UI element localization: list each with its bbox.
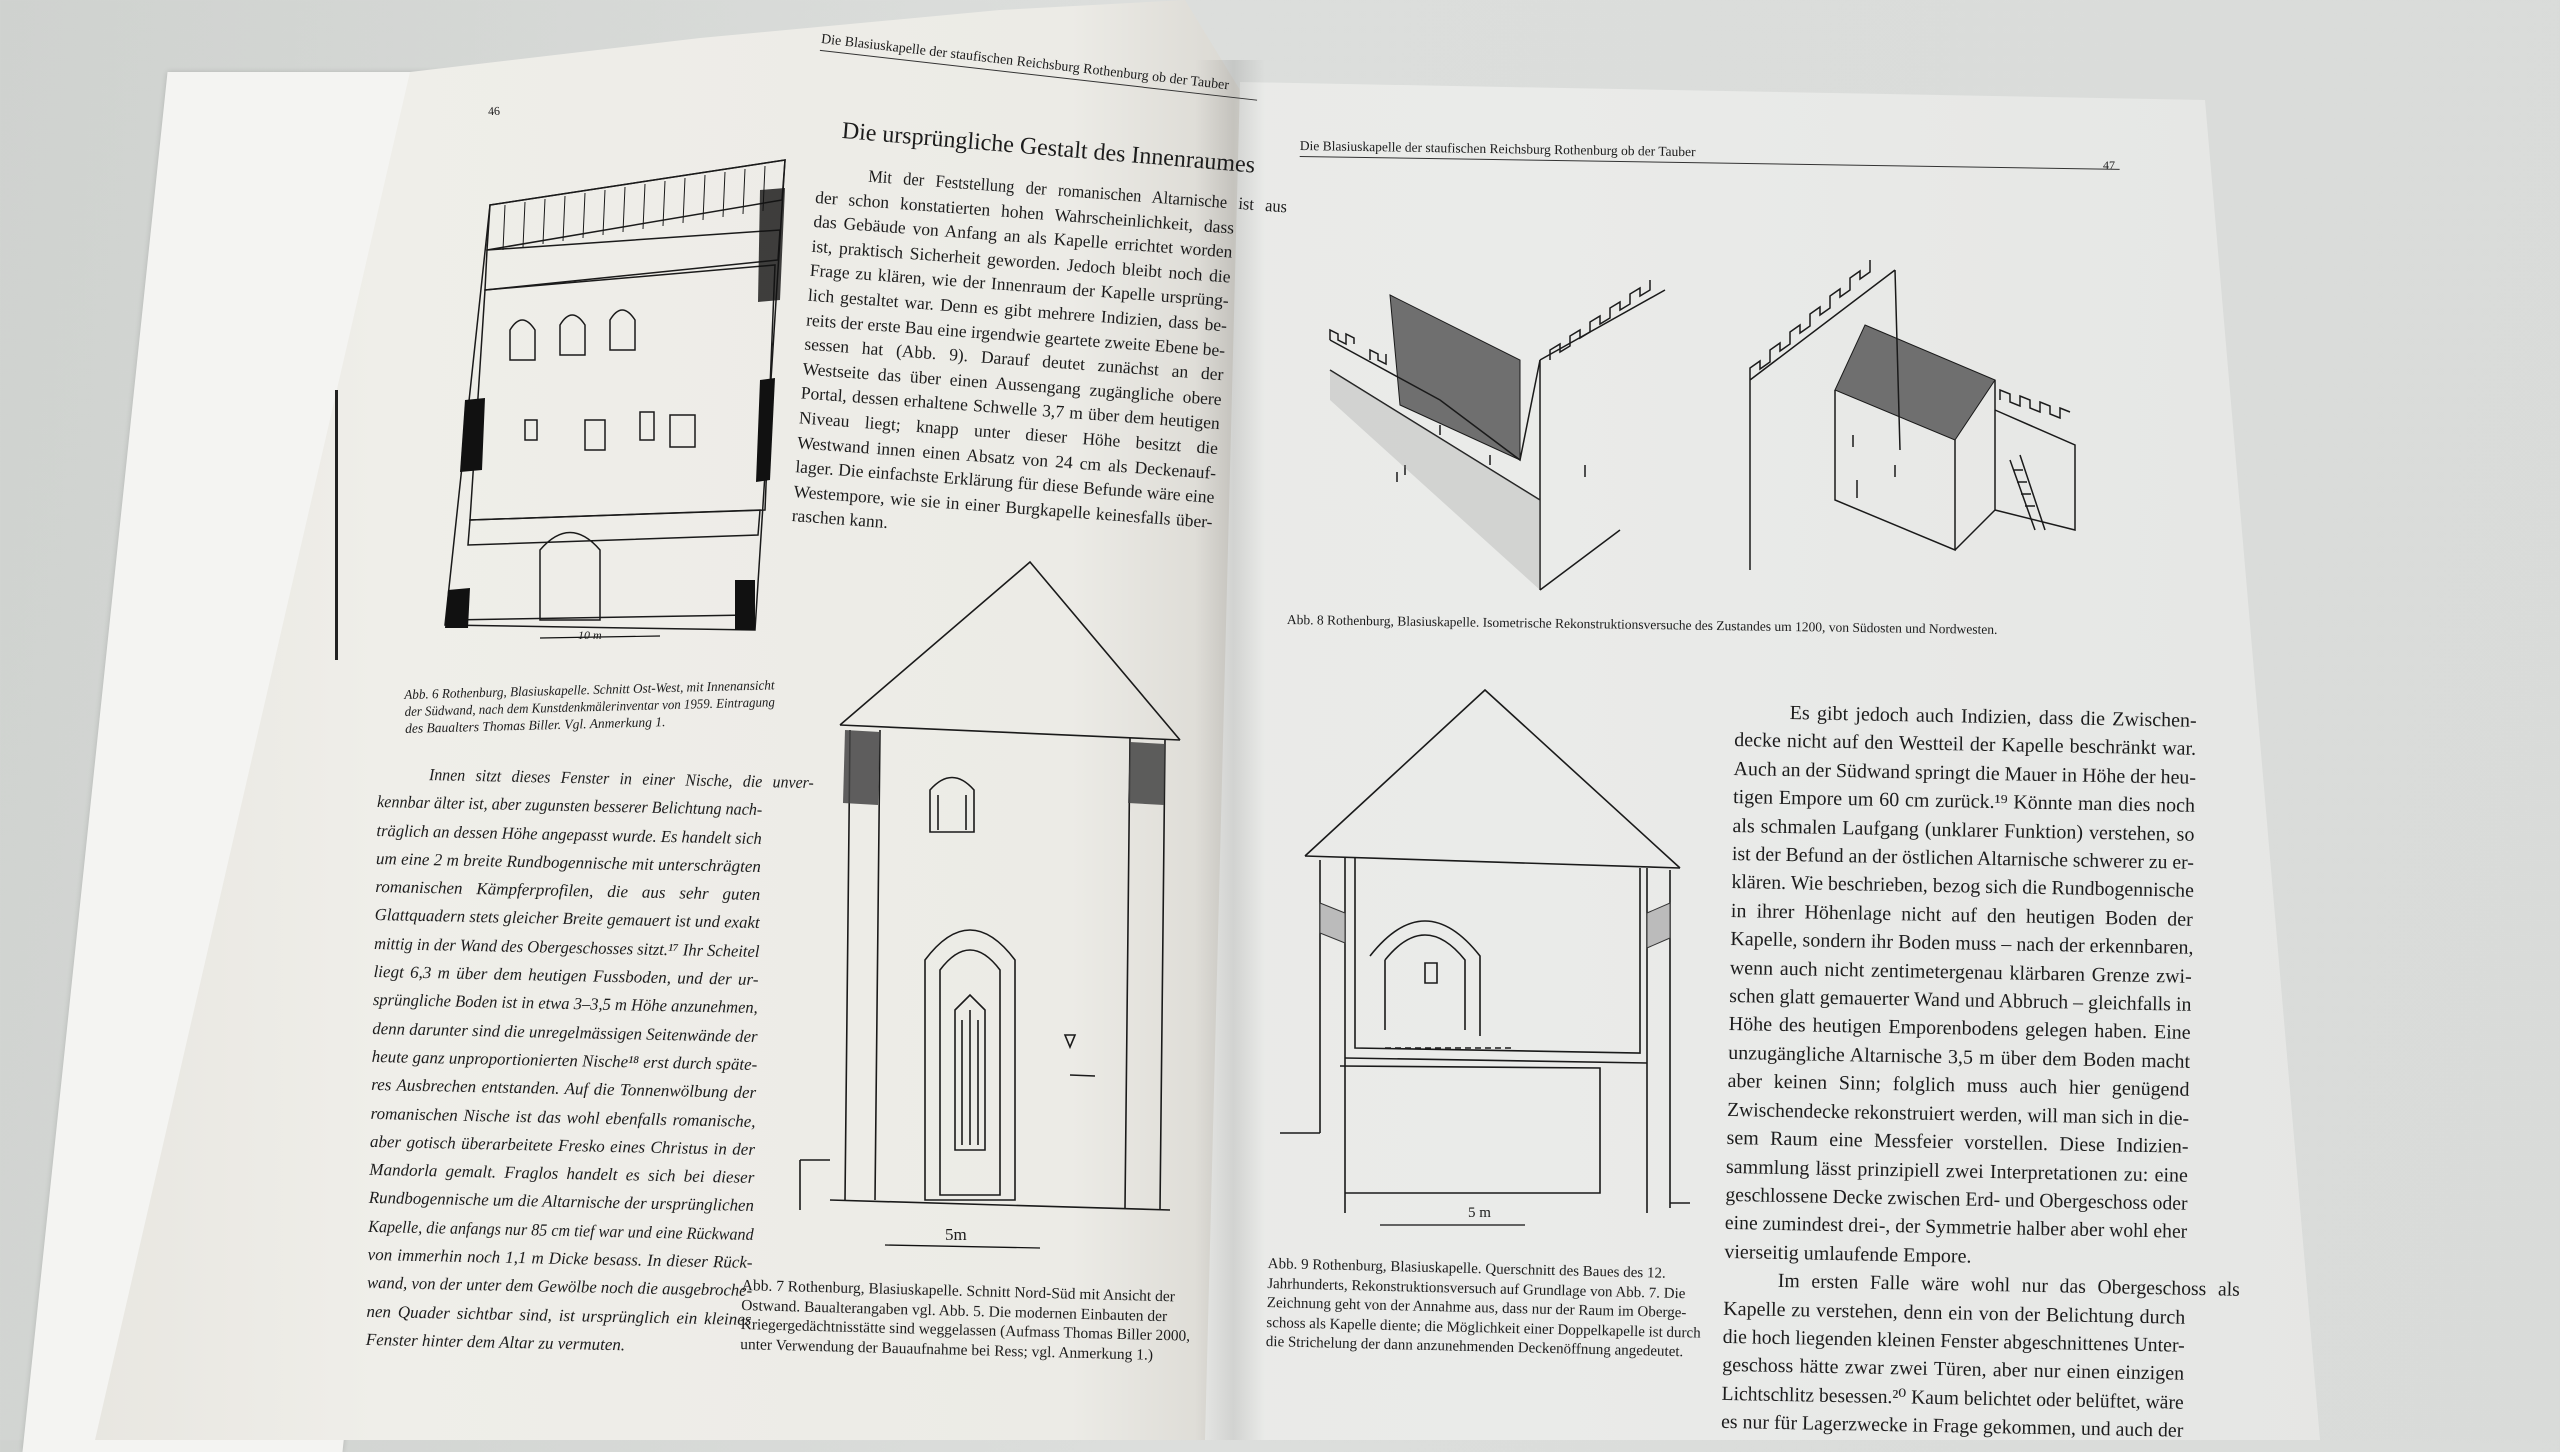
paragraph: Es gibt jedoch auch Indizien, dass die Z…	[1724, 698, 2197, 1275]
paragraph: Mit der Feststellung der romanischen Alt…	[791, 160, 1288, 559]
figure-7-section-drawing	[770, 560, 1190, 1250]
figure-9-scale-label: 5 m	[1468, 1205, 1491, 1221]
figure-7-caption: Abb. 7 Rothenburg, Blasiuskapelle. Schni…	[740, 1276, 1192, 1366]
figure-6-caption: Abb. 6 Rothenburg, Blasiuskapelle. Schni…	[404, 676, 775, 737]
paragraph: Innen sitzt dieses Fenster in einer Nisc…	[366, 760, 814, 1362]
top-text-block: Mit der Feststellung der romanischen Alt…	[791, 160, 1288, 559]
figure-6-section-drawing	[430, 150, 780, 650]
left-body-text: Innen sitzt dieses Fenster in einer Nisc…	[366, 760, 814, 1362]
figure-7-scale-label: 5m	[945, 1225, 967, 1244]
figure-8-isometric-southeast	[1320, 250, 1680, 590]
book-gutter-shadow	[1195, 60, 1265, 1440]
figure-8-isometric-northwest	[1745, 250, 2145, 580]
page-number-right: 47	[2103, 158, 2115, 172]
figure-9-cross-section-drawing	[1275, 688, 1695, 1228]
page-edge-mark	[335, 390, 338, 660]
figure-9-caption: Abb. 9 Rothenburg, Blasiuskapelle. Quers…	[1266, 1255, 1713, 1363]
right-body-text: Es gibt jedoch auch Indizien, dass die Z…	[1721, 698, 2240, 1445]
figure-6-scale-label: 10 m	[578, 628, 602, 642]
paragraph: Im ersten Falle wäre wohl nur das Oberge…	[1721, 1266, 2240, 1445]
page-number-left: 46	[487, 103, 501, 119]
